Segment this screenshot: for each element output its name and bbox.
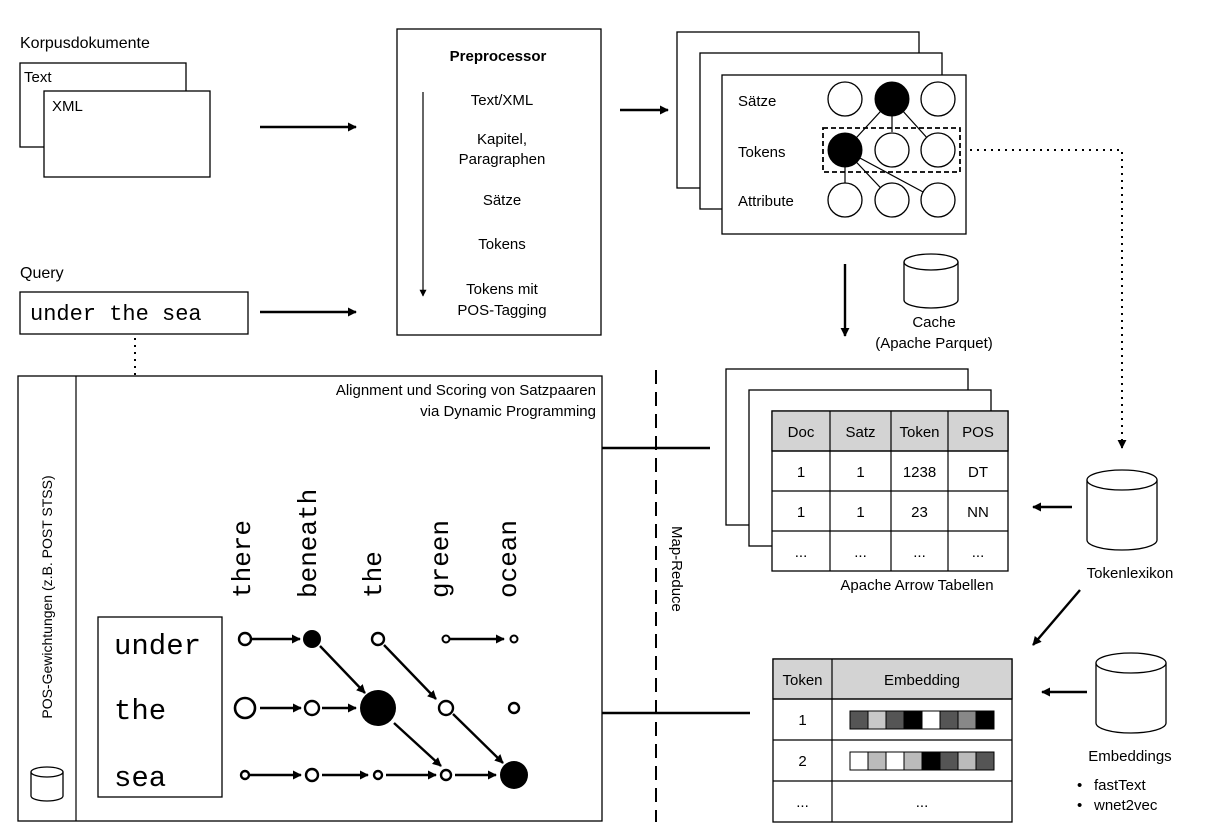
alignment-grid-nodes <box>233 630 528 789</box>
step-pos-tagging: POS-Tagging <box>457 302 546 319</box>
embeddings-database-icon <box>1095 652 1167 734</box>
arrow-table-header-cell: Doc <box>788 424 815 441</box>
embedding-vector-cell <box>903 751 923 771</box>
arrow-table-cell: ... <box>913 544 926 561</box>
target-word-ocean: ocean <box>494 520 524 598</box>
pos-weights-database-icon <box>30 766 64 802</box>
embedding-vector-cell <box>849 751 869 771</box>
embedding-vector-cell <box>957 710 977 730</box>
structure-tree <box>827 81 956 218</box>
embeddings-item-wnet2vec: wnet2vec <box>1093 797 1158 814</box>
arrow-table-cell: 23 <box>911 504 928 521</box>
query-word-under: under <box>114 630 201 663</box>
structure-saetze-label: Sätze <box>738 93 776 110</box>
embedding-vector-cell <box>885 710 905 730</box>
embedding-vector-cell <box>939 751 959 771</box>
embedding-vector-cell <box>849 710 869 730</box>
arrow-table-caption: Apache Arrow Tabellen <box>840 577 993 594</box>
target-word-beneath: beneath <box>294 489 324 598</box>
embedding-vector-cell <box>957 751 977 771</box>
arrow-table-cell: NN <box>967 504 989 521</box>
embedding-table-token-cell: 2 <box>798 753 806 770</box>
query-label: Query <box>20 265 64 282</box>
arrow-table-cell: 1 <box>856 504 864 521</box>
cache-database-icon <box>903 253 959 309</box>
preprocessor-box <box>396 28 602 336</box>
arrow-table-cell: 1 <box>797 504 805 521</box>
lexikon-to-embedding-arrow <box>1032 589 1081 646</box>
text-document-label: Text <box>24 69 52 86</box>
preprocessor-title: Preprocessor <box>450 48 547 65</box>
embedding-table-vector-cell: ... <box>916 794 929 811</box>
target-word-green: green <box>426 520 456 598</box>
step-tokens: Tokens <box>478 236 526 253</box>
embedding-vector-cell <box>921 710 941 730</box>
query-text: under the sea <box>30 302 202 327</box>
arrow-table-cell: 1 <box>856 464 864 481</box>
embedding-vector-cell <box>903 710 923 730</box>
embedding-vector-cell <box>867 751 887 771</box>
arrow-table-cell: ... <box>795 544 808 561</box>
embedding-vector-cell <box>975 751 995 771</box>
query-box <box>19 291 249 335</box>
arrow-table-header <box>771 410 1009 452</box>
target-word-the: the <box>359 551 389 598</box>
step-saetze: Sätze <box>483 192 521 209</box>
step-paragraphen: Paragraphen <box>459 151 546 168</box>
step-text-xml: Text/XML <box>471 92 534 109</box>
alignment-path-edges <box>250 634 505 780</box>
query-words-box <box>97 616 223 798</box>
arrow-table-cell: DT <box>968 464 988 481</box>
pos-weights-label: POS-Gewichtungen (z.B. POST STSS) <box>39 475 55 718</box>
arrow-table-header-cell: Token <box>899 424 939 441</box>
corpus-label: Korpusdokumente <box>20 35 150 52</box>
arrow-table: Doc Satz Token POS 1 1 1238 DT 1 1 23 NN...........… <box>771 410 1009 572</box>
embedding-vector-cell <box>921 751 941 771</box>
query-word-the: the <box>114 695 166 728</box>
map-reduce-label: Map-Reduce <box>668 526 685 612</box>
embeddings-label: Embeddings <box>1088 748 1171 765</box>
step-tokens-mit: Tokens mit <box>466 281 539 298</box>
embedding-table-header <box>772 658 1013 700</box>
embeddings-item-fasttext: fastText <box>1094 777 1147 794</box>
embedding-vector-cell <box>867 710 887 730</box>
embedding-vector-cell <box>939 710 959 730</box>
embedding-table: Token Embedding 1 2...... <box>772 658 1013 823</box>
alignment-subtitle: via Dynamic Programming <box>420 403 596 420</box>
arrow-table-cell: ... <box>854 544 867 561</box>
embedding-table-token-cell: 1 <box>798 712 806 729</box>
embedding-table-header-cell: Embedding <box>884 672 960 689</box>
embedding-table-header-cell: Token <box>782 672 822 689</box>
target-word-there: there <box>228 520 258 598</box>
xml-document-label: XML <box>52 98 83 115</box>
embeddings-item-bullet: • <box>1077 777 1082 794</box>
embeddings-item-bullet: • <box>1077 797 1082 814</box>
step-kapitel: Kapitel, <box>477 131 527 148</box>
tokenlexikon-label: Tokenlexikon <box>1087 565 1174 582</box>
token-selection-dashed-box <box>822 127 961 173</box>
cache-sublabel: (Apache Parquet) <box>875 335 993 352</box>
arrow-table-cell: ... <box>972 544 985 561</box>
embedding-table-token-cell: ... <box>796 794 809 811</box>
arrow-table-header-cell: Satz <box>845 424 875 441</box>
tokens-to-lexikon-dotted-arrow <box>970 149 1127 449</box>
arrow-table-cell: 1 <box>797 464 805 481</box>
embedding-vector-cell <box>975 710 995 730</box>
query-word-sea: sea <box>114 762 166 795</box>
xml-document <box>43 90 211 178</box>
structure-tokens-label: Tokens <box>738 144 786 161</box>
embedding-vector-cell <box>885 751 905 771</box>
arrow-table-header-cell: POS <box>962 424 994 441</box>
cache-label: Cache <box>912 314 955 331</box>
tokenlexikon-database-icon <box>1086 469 1158 551</box>
structure-attribute-label: Attribute <box>738 193 794 210</box>
alignment-title: Alignment und Scoring von Satzpaaren <box>336 382 596 399</box>
arrow-table-cell: 1238 <box>903 464 936 481</box>
